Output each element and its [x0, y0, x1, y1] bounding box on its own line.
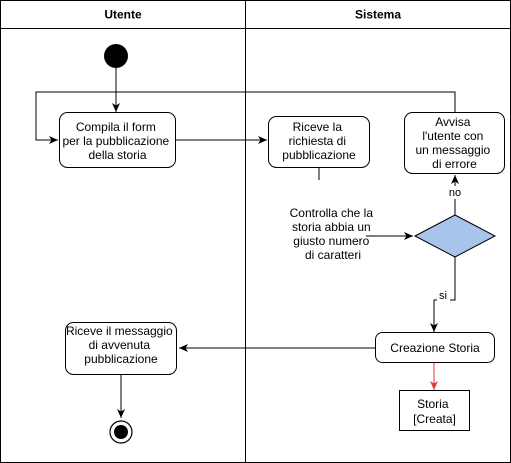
edge-label-no-bg — [447, 186, 463, 199]
action-compile-form: Compila il form per la pubblicazione del… — [59, 112, 176, 168]
final-node — [109, 420, 133, 444]
action-notify-error-line-4: di errore — [432, 157, 477, 171]
action-notify-error: Avvisa l'utente con un messaggio di erro… — [404, 112, 505, 174]
action-receive-request-box — [268, 116, 370, 168]
action-receive-request-line-3: pubblicazione — [282, 148, 356, 162]
lane-title-sistema: Sistema — [355, 8, 401, 22]
object-story-created-label: Storia [Creata] — [413, 397, 456, 426]
lane-title-utente: Utente — [104, 8, 142, 22]
action-notify-error-label: Avvisa l'utente con un messaggio di erro… — [415, 115, 493, 171]
action-receive-confirmation-line-3: pubblicazione — [84, 352, 158, 366]
action-compile-form-box — [59, 112, 176, 168]
action-receive-confirmation-line-2: di avvenuta — [89, 338, 151, 352]
action-receive-confirmation-line-1: Riceve il messaggio — [66, 324, 173, 338]
action-receive-request-line-2: richiesta di — [289, 134, 346, 148]
edge-label-si-bg — [437, 289, 450, 302]
action-notify-error-line-1: Avvisa — [435, 115, 470, 129]
action-receive-confirmation-label: Riceve il messaggio di avvenuta pubblica… — [66, 324, 176, 366]
edge-label-no: no — [449, 187, 461, 199]
action-compile-form-line-3: della storia — [88, 148, 146, 162]
final-node-core — [114, 425, 128, 439]
action-create-story-label: Creazione Storia — [390, 341, 480, 355]
action-receive-confirmation: Riceve il messaggio di avvenuta pubblica… — [65, 322, 177, 375]
action-receive-request: Riceve la richiesta di pubblicazione — [268, 116, 370, 168]
decision-node — [413, 214, 497, 258]
action-compile-form-label: Compila il form per la pubblicazione del… — [62, 120, 172, 162]
check-condition-line-2: storia abbia un — [292, 220, 371, 234]
check-condition-label: Controlla che la storia abbia un giusto … — [290, 206, 377, 262]
action-notify-error-line-2: l'utente con — [422, 129, 483, 143]
action-compile-form-line-2: per la pubblicazione — [62, 134, 169, 148]
action-create-story: Creazione Storia — [375, 332, 495, 363]
edge-error-to-compile — [35, 91, 456, 144]
check-condition-line-1: Controlla che la — [290, 206, 374, 220]
edge-label-si: si — [439, 290, 447, 302]
action-notify-error-line-3: un messaggio — [415, 143, 490, 157]
object-story-created-line-2: [Creata] — [413, 412, 456, 426]
action-receive-confirmation-box — [65, 322, 177, 375]
action-receive-request-line-1: Riceve la — [293, 120, 343, 134]
action-compile-form-line-1: Compila il form — [76, 120, 156, 134]
object-story-created: Storia [Creata] — [399, 390, 470, 431]
action-notify-error-box — [404, 112, 505, 174]
object-story-created-line-1: Storia — [417, 397, 449, 411]
action-receive-request-label: Riceve la richiesta di pubblicazione — [282, 120, 356, 162]
action-create-story-box — [375, 332, 495, 363]
object-story-created-box — [399, 390, 470, 431]
check-condition-line-4: di caratteri — [305, 248, 361, 262]
initial-node — [104, 44, 128, 68]
check-condition-line-3: giusto numero — [293, 234, 369, 248]
